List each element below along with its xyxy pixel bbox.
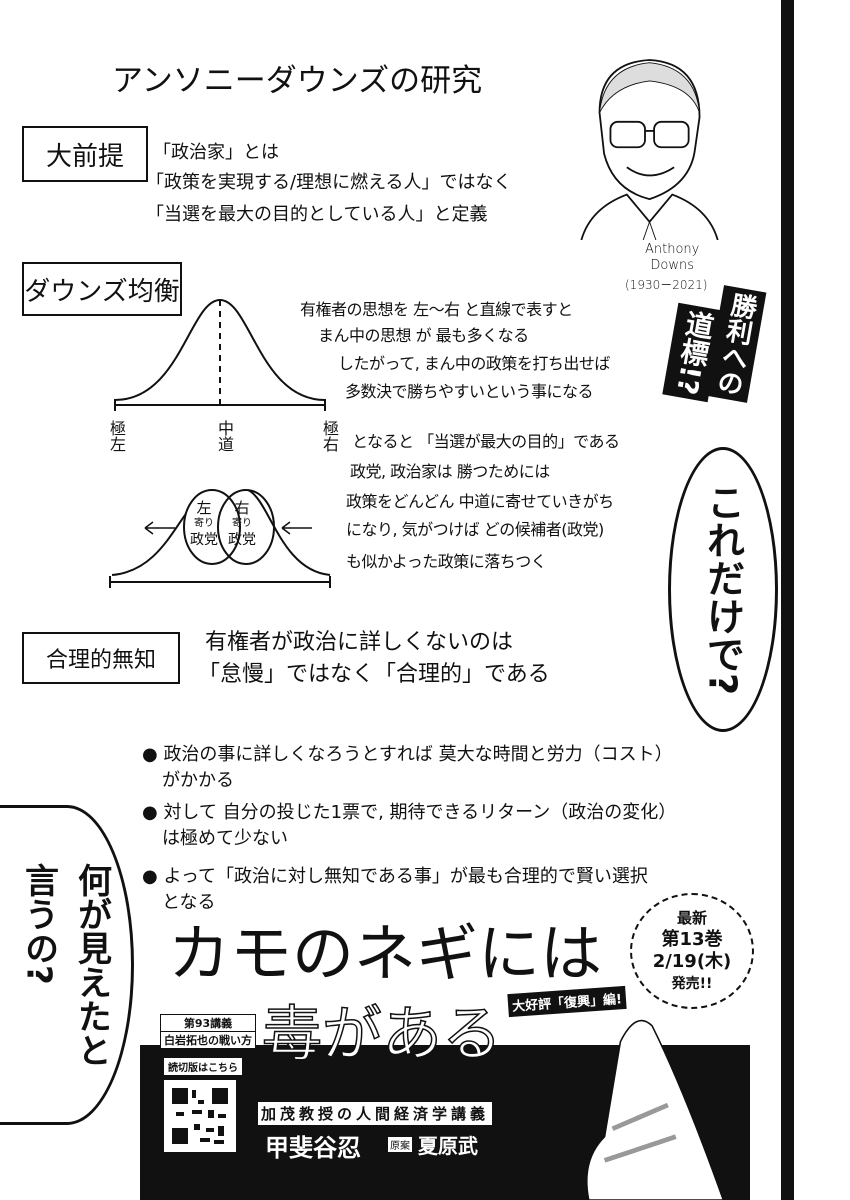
- paragraph-line: となると 「当選が最大の目的」である: [352, 432, 620, 451]
- bullet-text: 対して 自分の投じた1票で, 期待できるリターン（政治の変化）: [163, 802, 677, 823]
- left-party-label: 左 寄り 政党: [190, 500, 218, 548]
- bubble-text: これだけで?: [700, 483, 745, 696]
- author: 甲斐谷忍: [265, 1134, 361, 1162]
- paragraph-line: まん中の思想 が 最も多くなる: [318, 326, 529, 345]
- speech-bubble-left: 何が見えたと 言うの?: [0, 805, 134, 1125]
- page-title: アンソニーダウンズの研究: [112, 63, 483, 99]
- premise-line: 「当選を最大の目的としている人」と定義: [146, 204, 488, 225]
- episode-number: 第93講義: [161, 1015, 255, 1032]
- paragraph-line: 多数決で勝ちやすいという事になる: [345, 382, 594, 401]
- equilibrium-label: ダウンズ均衡: [22, 262, 182, 316]
- hand-illustration: [586, 1019, 725, 1200]
- party-right-1: 右: [234, 499, 250, 517]
- portrait-years: (1930－2021): [625, 278, 708, 292]
- portrait-illustration: [580, 59, 719, 240]
- bullet-continuation: がかかる: [162, 770, 234, 791]
- release-badge: 最新 第13巻 2/19(木) 発売!!: [630, 893, 754, 1009]
- bullet-item: ● 対して 自分の投じた1票で, 期待できるリターン（政治の変化）: [142, 802, 677, 823]
- read-label: 読切版はこちら: [164, 1058, 242, 1075]
- paragraph-line: も似かよった政策に落ちつく: [346, 552, 547, 571]
- party-right-3: 政党: [228, 532, 256, 548]
- convergence-chart: [109, 489, 331, 588]
- bullet-text: よって「政治に対し無知である事」が最も合理的で賢い選択: [163, 866, 648, 887]
- bell-curve-chart: [114, 298, 326, 411]
- party-left-2: 寄り: [194, 518, 214, 529]
- badge-latest: 最新: [676, 909, 707, 927]
- paragraph-line: したがって, まん中の政策を打ち出せば: [338, 354, 610, 373]
- ignorance-label: 合理的無知: [22, 632, 180, 684]
- right-party-label: 右 寄り 政党: [228, 500, 256, 548]
- premise-line: 「政策を実現する/理想に燃える人」ではなく: [146, 172, 512, 193]
- bullet-item: ● よって「政治に対し無知である事」が最も合理的で賢い選択: [142, 866, 648, 887]
- paragraph-line: 有権者の思想を 左～右 と直線で表すと: [300, 300, 573, 319]
- premise-line: 「政治家」とは: [153, 142, 279, 163]
- party-left-1: 左: [196, 499, 212, 517]
- axis-label-left: 極左: [107, 420, 126, 452]
- badge-release: 発売!!: [671, 976, 713, 992]
- paragraph-line: 政党, 政治家は 勝つためには: [350, 462, 550, 481]
- badge-date: 2/19(木): [652, 951, 732, 972]
- ignorance-line: 有権者が政治に詳しくないのは: [205, 630, 514, 655]
- bubble-text-col2: 言うの?: [18, 863, 59, 985]
- axis-label-center: 中道: [215, 420, 234, 452]
- party-right-2: 寄り: [232, 518, 252, 529]
- series-title-2: 毒がある: [261, 999, 503, 1071]
- portrait-last-name: Downs: [650, 258, 694, 273]
- original-author: 夏原武: [418, 1134, 478, 1158]
- bullet-text: 政治の事に詳しくなろうとすれば 莫大な時間と労力（コスト）: [163, 744, 673, 765]
- original-label: 原案: [388, 1137, 412, 1152]
- series-title: カモのネギには: [168, 917, 603, 990]
- series-subtitle: 加茂教授の人間経済学講義: [258, 1102, 493, 1125]
- bullet-item: ● 政治の事に詳しくなろうとすれば 莫大な時間と労力（コスト）: [142, 744, 673, 765]
- paragraph-line: になり, 気がつけば どの候補者(政党): [346, 520, 604, 539]
- panel-border: [781, 0, 794, 1200]
- axis-label-right: 極右: [320, 420, 339, 452]
- bubble-text: 何が見えたと 言うの?: [15, 863, 117, 1067]
- paragraph-line: 政策をどんどん 中道に寄せていきがち: [346, 492, 614, 511]
- bullet-continuation: は極めて少ない: [162, 828, 288, 849]
- badge-volume: 第13巻: [661, 929, 723, 950]
- episode-box: 第93講義 白岩拓也の戦い方: [160, 1014, 256, 1049]
- bubble-text-col1: 何が見えたと: [71, 863, 112, 1067]
- bullet-continuation: となる: [162, 892, 216, 913]
- premise-label: 大前提: [22, 126, 148, 182]
- episode-title: 白岩拓也の戦い方: [164, 1034, 252, 1047]
- party-left-3: 政党: [190, 532, 218, 548]
- speech-bubble-right: これだけで?: [668, 447, 778, 732]
- portrait-name: Anthony Downs: [645, 242, 699, 274]
- portrait-first-name: Anthony: [645, 242, 700, 257]
- qr-code[interactable]: [164, 1080, 236, 1152]
- ignorance-line: 「怠慢」ではなく「合理的」である: [198, 662, 550, 687]
